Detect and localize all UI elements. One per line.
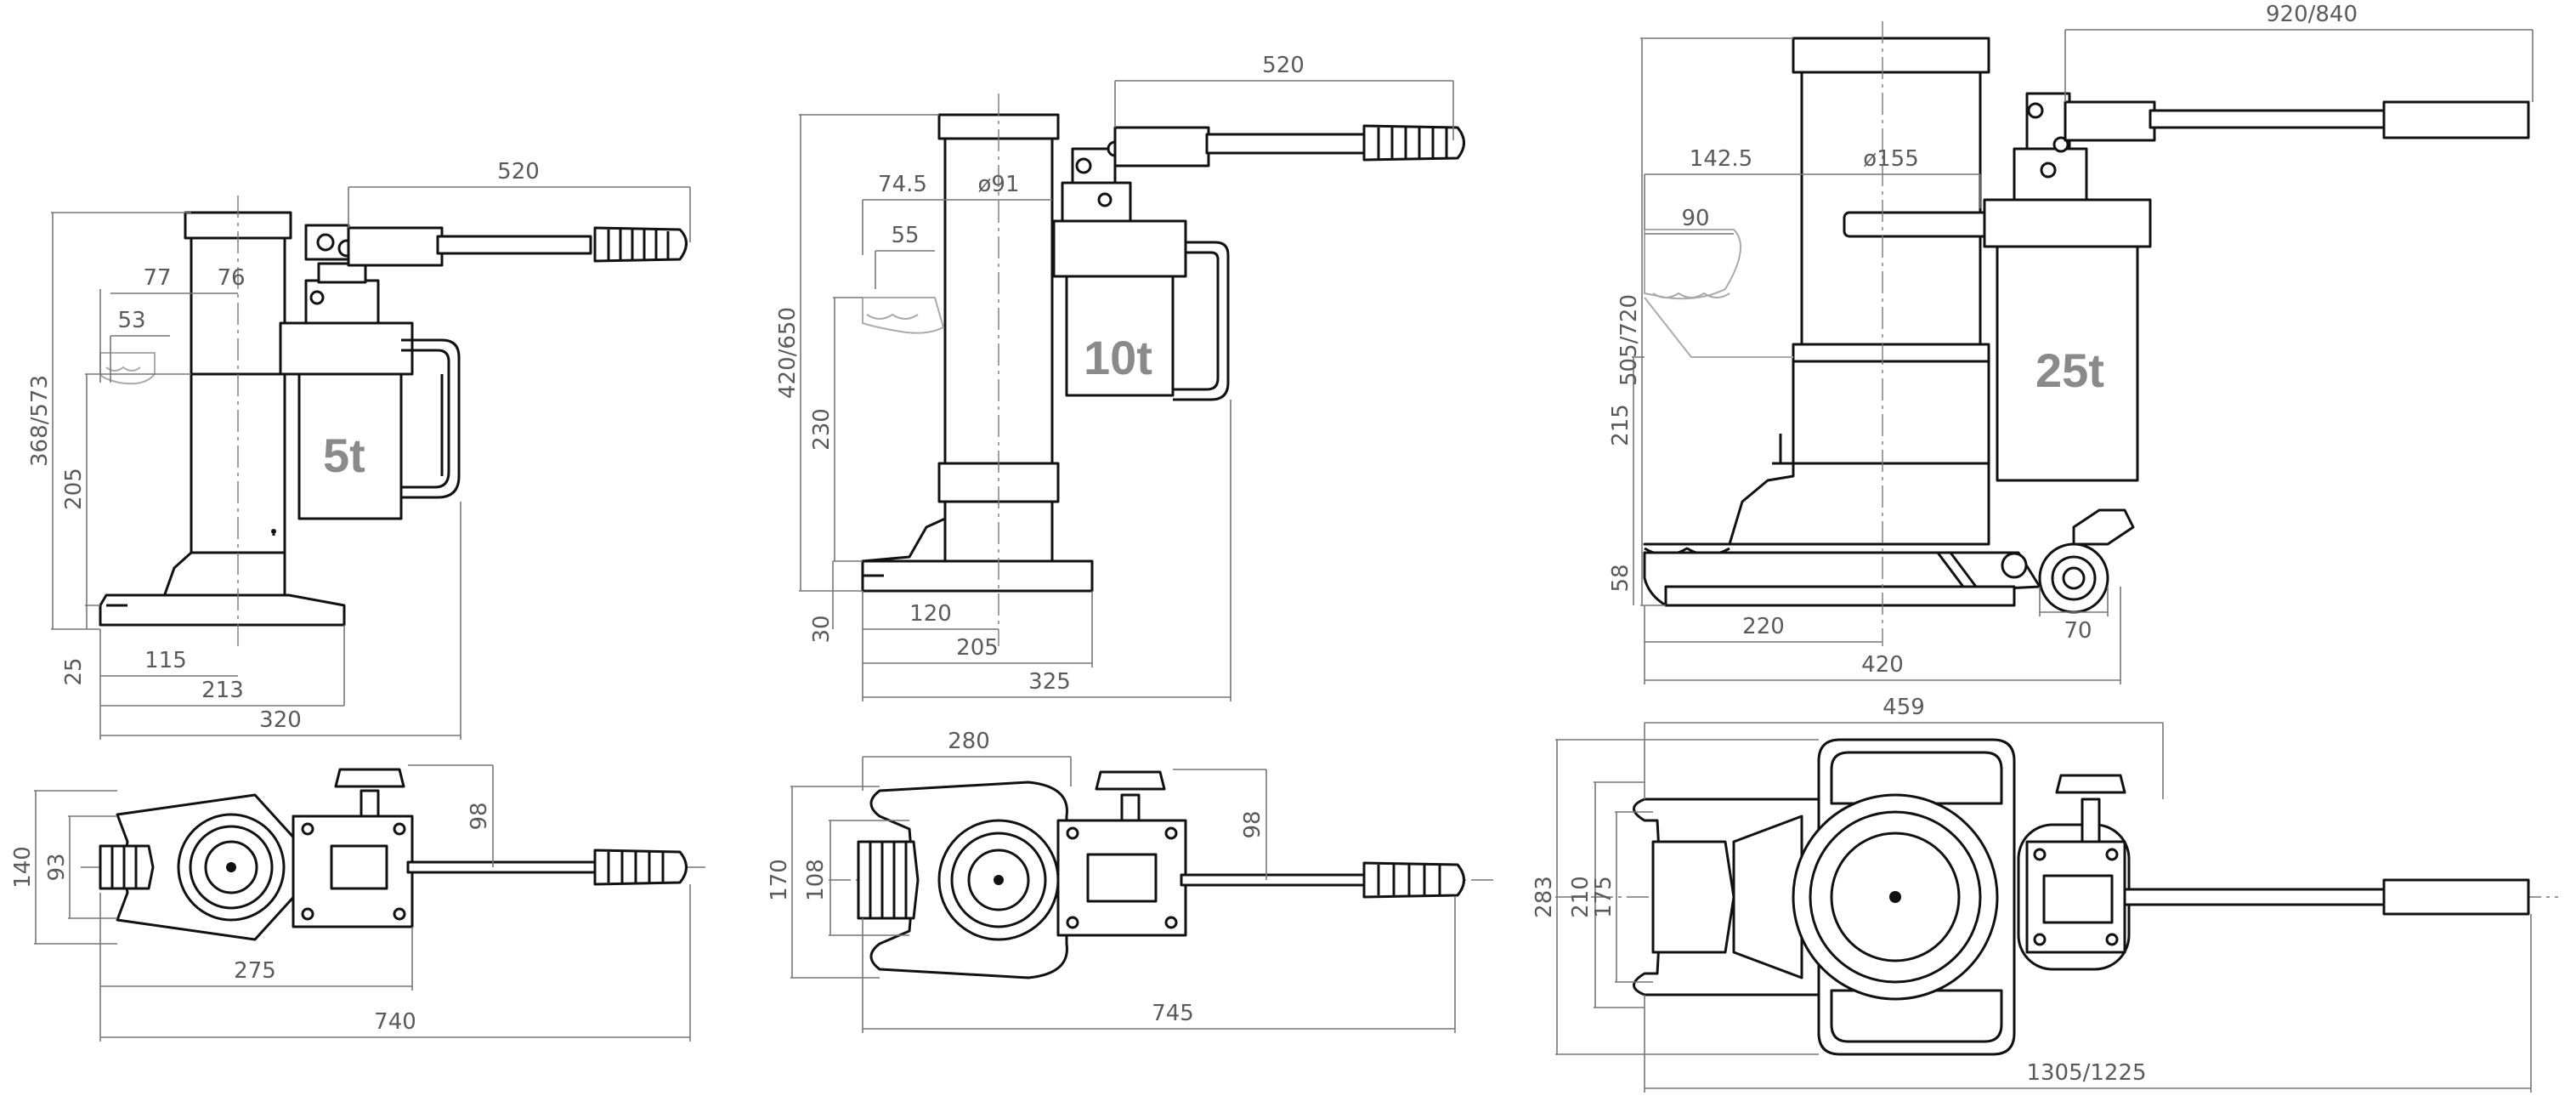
jack-5t-top-view: 140 93 98 275 740	[10, 764, 705, 1042]
dim-25t-height: 505/720	[1616, 294, 1642, 386]
dim-25t-handle: 920/840	[2266, 2, 2358, 27]
dim-5t-handle: 520	[497, 159, 540, 184]
dim-10t-diameter: ø91	[978, 172, 1020, 197]
dim-25t-top-toe-w: 175	[1591, 876, 1616, 918]
jack-10t-top-view: 280 170 108 98 745	[767, 729, 1496, 1033]
dim-10t-top-toe-w: 108	[803, 859, 829, 901]
dim-25t-top-width: 459	[1882, 695, 1925, 720]
dim-5t-top-total-len: 740	[374, 1009, 416, 1035]
dim-25t-lift: 215	[1608, 404, 1633, 446]
jack-5t-side-view: 5t 368/573 205 25 520 77 76 53 115 213 3…	[27, 159, 691, 740]
dim-10t-lift: 230	[809, 408, 835, 451]
dim-5t-total-len: 320	[259, 707, 302, 733]
dim-10t-foot: 30	[809, 615, 835, 643]
dim-10t-top-outer-w: 170	[767, 859, 792, 901]
jack-25t-side-view: 25t 505/720 215 58 920/840 142.5 ø155 90…	[1608, 2, 2534, 684]
dim-5t-foot: 25	[61, 657, 87, 685]
dim-5t-top-base-len: 275	[234, 958, 276, 984]
dim-25t-toe-len: 220	[1742, 614, 1785, 639]
dim-5t-toe-len: 115	[144, 648, 187, 673]
dim-25t-total-len: 420	[1861, 652, 1904, 678]
dim-25t-wheel: 70	[2064, 618, 2092, 644]
dim-10t-toe: 55	[891, 223, 919, 248]
jack-25t-top-view: 459 283 210 175 1305/1225	[1531, 695, 2558, 1093]
dim-5t-top-valve: 98	[467, 802, 492, 830]
dim-10t-offset: 74.5	[878, 172, 927, 197]
dim-25t-toe: 90	[1681, 206, 1709, 231]
dim-5t-top-width: 140	[10, 846, 36, 888]
dim-5t-lift: 205	[61, 468, 87, 510]
dim-10t-handle: 520	[1262, 53, 1305, 78]
jack-10t-side-view: 10t 420/650 230 30 520 74.5 ø91 55 120 2…	[775, 53, 1465, 701]
dim-5t-base-len: 213	[201, 678, 244, 703]
dim-5t-toe: 53	[117, 308, 145, 333]
dim-5t-height: 368/573	[27, 375, 53, 467]
dim-25t-top-outer-w: 283	[1531, 876, 1557, 918]
dim-10t-total-len: 325	[1028, 669, 1071, 695]
dim-25t-offset: 142.5	[1690, 146, 1752, 172]
dim-10t-top-width: 280	[948, 729, 990, 754]
dim-10t-top-valve: 98	[1240, 810, 1265, 838]
dim-5t-offset-a: 77	[143, 265, 171, 291]
dim-10t-base-len: 205	[956, 635, 999, 661]
dim-25t-foot: 58	[1608, 564, 1633, 592]
dim-25t-top-total-len: 1305/1225	[2026, 1060, 2146, 1086]
capacity-label-10t: 10t	[1084, 331, 1152, 384]
dim-5t-top-toe-w: 93	[44, 853, 70, 881]
dim-25t-top-mid-w: 210	[1568, 876, 1594, 918]
dim-10t-height: 420/650	[775, 307, 801, 399]
capacity-label-5t: 5t	[323, 429, 365, 482]
dim-25t-diameter: ø155	[1863, 146, 1919, 172]
capacity-label-25t: 25t	[2035, 343, 2104, 397]
dim-10t-top-total-len: 745	[1152, 1001, 1194, 1026]
dim-5t-offset-b: 76	[217, 265, 245, 291]
dim-10t-toe-len: 120	[909, 601, 952, 627]
